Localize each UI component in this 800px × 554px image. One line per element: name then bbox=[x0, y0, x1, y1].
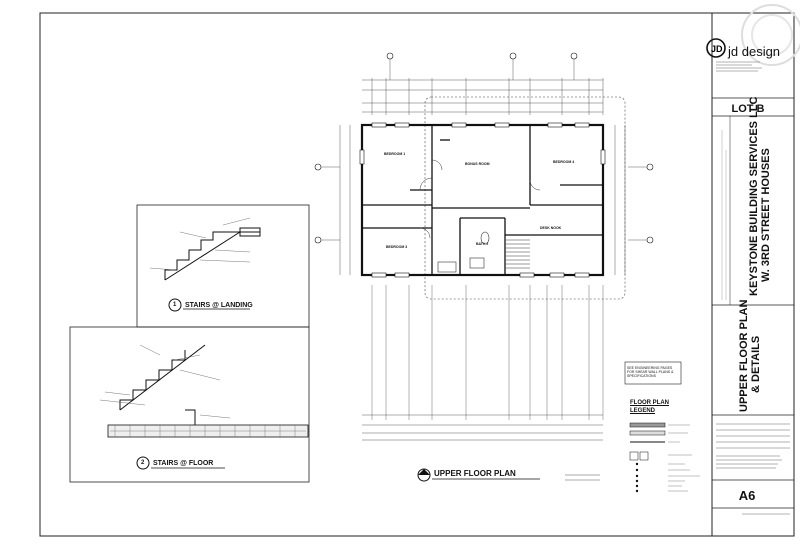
detail1-title: STAIRS @ LANDING bbox=[185, 302, 253, 309]
engineering-note: SEE ENGINEERING PAGES FOR SHEAR WALL PLA… bbox=[627, 366, 674, 378]
sheet-border bbox=[39, 12, 795, 537]
logo-text: jd design bbox=[728, 44, 781, 59]
room-label-desk: DESK NOOK bbox=[540, 226, 562, 230]
detail2-title: STAIRS @ FLOOR bbox=[153, 460, 214, 467]
sheet-number: A6 bbox=[738, 488, 756, 503]
legend-title-2: LEGEND bbox=[630, 408, 656, 414]
room-label-bonus: BONUS ROOM bbox=[465, 162, 490, 166]
room-label-bedroom4: BEDROOM 4 bbox=[553, 160, 575, 164]
detail2-number: 2 bbox=[141, 460, 145, 466]
project-name: W. 3RD STREET HOUSES bbox=[760, 148, 772, 282]
logo-mark-icon bbox=[706, 38, 726, 58]
company-name: KEYSTONE BUILDING SERVICES LLC bbox=[748, 96, 760, 296]
room-label-bedroom3: BEDROOM 3 bbox=[386, 245, 408, 249]
sheet-title: UPPER FLOOR PLAN bbox=[738, 299, 750, 412]
svg-text:JD: JD bbox=[711, 44, 723, 54]
lot-label: LOT B bbox=[731, 103, 765, 115]
detail1-number: 1 bbox=[173, 302, 177, 308]
sheet-subtitle: & DETAILS bbox=[750, 335, 762, 393]
legend-title-1: FLOOR PLAN bbox=[630, 400, 669, 406]
plan-title: UPPER FLOOR PLAN bbox=[434, 469, 516, 478]
room-label-bedroom1: BEDROOM 1 bbox=[384, 152, 406, 156]
room-label-bath2: BATH 2 bbox=[476, 242, 489, 246]
